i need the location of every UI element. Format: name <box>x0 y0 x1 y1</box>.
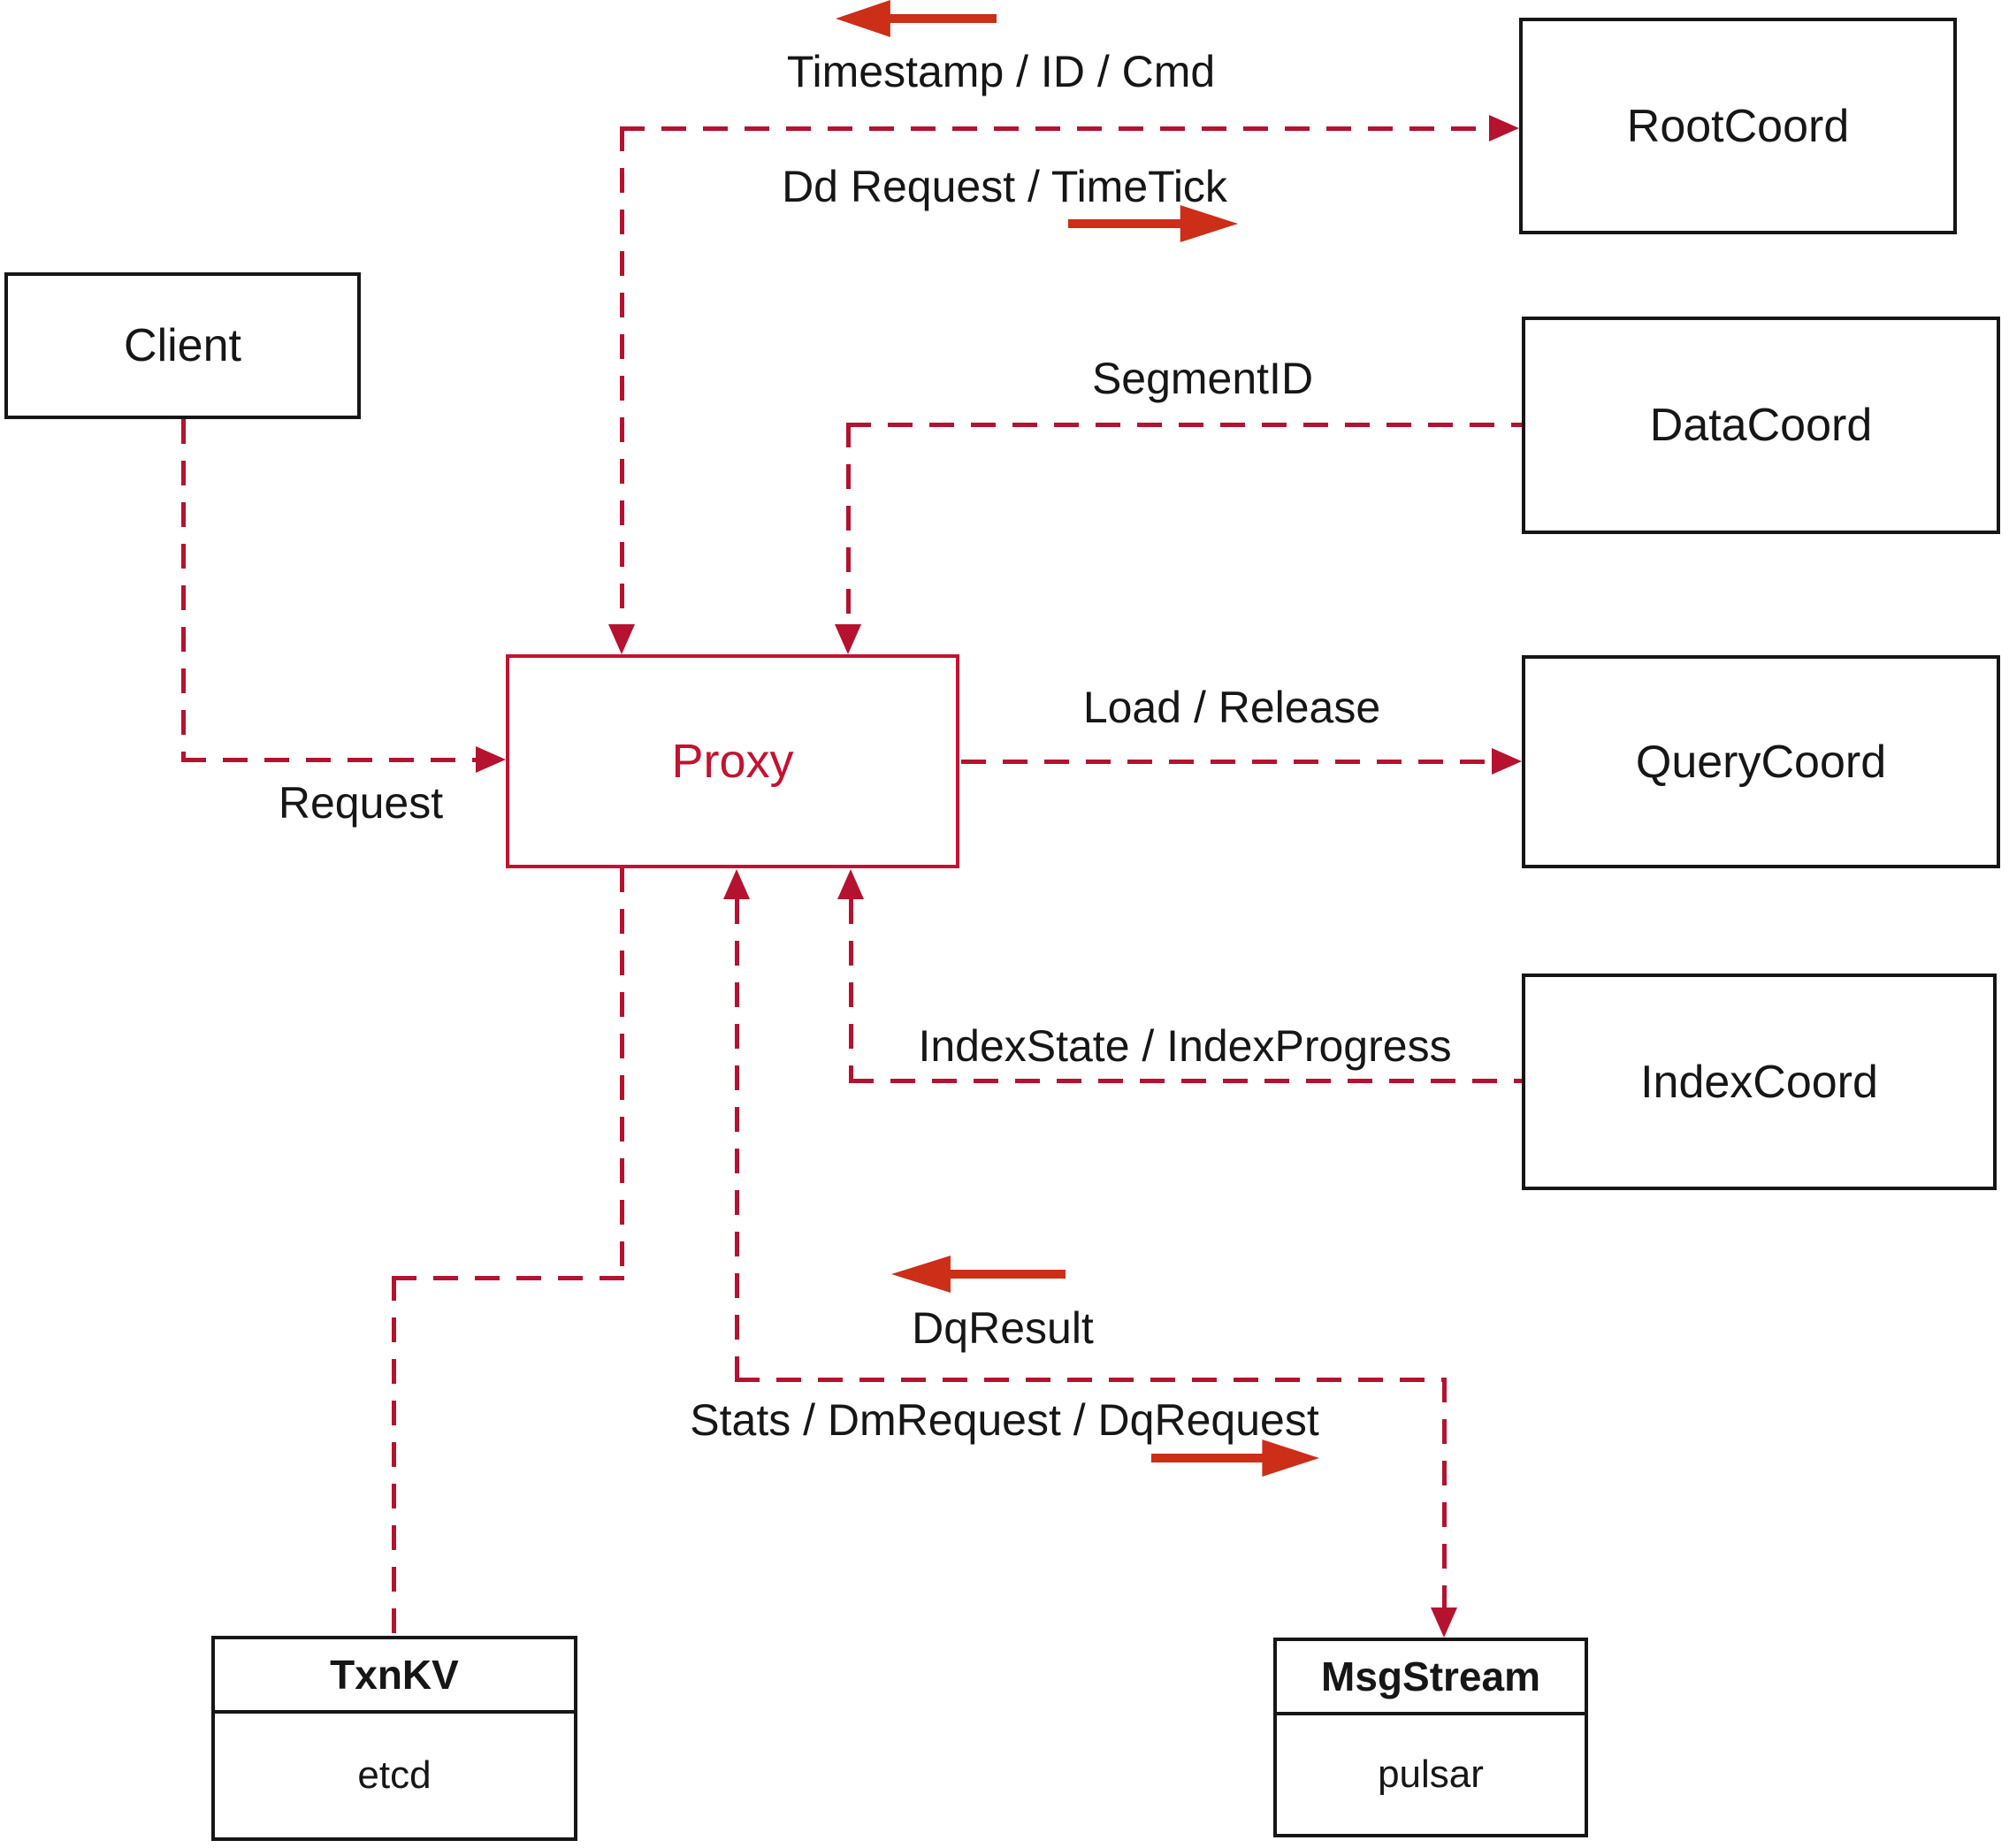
arrowhead-into-proxy-bottom-left-icon <box>723 869 750 899</box>
arrowhead-into-proxy-top-right-icon <box>835 624 861 654</box>
timestamp-direction-left-arrow-icon <box>836 0 997 37</box>
datacoord-node-label: DataCoord <box>1649 400 1873 451</box>
label-dd-request-timetick: Dd Request / TimeTick <box>782 162 1227 211</box>
label-stats-dm-dq: Stats / DmRequest / DqRequest <box>690 1395 1319 1445</box>
edge-datacoord-proxy-horizontal <box>846 423 1522 427</box>
txnkv-node: TxnKV etcd <box>211 1636 577 1841</box>
msgstream-node-impl: pulsar <box>1378 1753 1484 1796</box>
rootcoord-node-label: RootCoord <box>1626 100 1850 152</box>
rootcoord-node: RootCoord <box>1519 18 1957 234</box>
querycoord-node: QueryCoord <box>1522 655 2000 868</box>
edge-proxy-rootcoord-horizontal <box>620 126 1489 131</box>
client-node: Client <box>4 272 361 419</box>
label-index-state-progress: IndexState / IndexProgress <box>918 1021 1452 1071</box>
edge-proxy-querycoord-horizontal <box>961 760 1492 764</box>
label-load-release: Load / Release <box>1082 683 1381 732</box>
edge-proxy-msgstream-vertical-upper <box>735 899 739 1378</box>
edge-indexcoord-proxy-vertical <box>849 899 853 1083</box>
proxy-node-label: Proxy <box>671 735 794 788</box>
arrowhead-into-querycoord-icon <box>1492 748 1522 775</box>
proxy-node: Proxy <box>506 654 959 868</box>
edge-proxy-txnkv-vertical-lower <box>392 1276 396 1636</box>
edge-proxy-msgstream-vertical-lower <box>1442 1378 1447 1607</box>
indexcoord-node-label: IndexCoord <box>1640 1056 1878 1108</box>
edge-proxy-rootcoord-vertical <box>620 126 624 624</box>
edge-client-proxy-vertical <box>181 419 186 758</box>
txnkv-node-title: TxnKV <box>215 1639 574 1714</box>
label-request: Request <box>278 778 444 828</box>
label-dq-result: DqResult <box>912 1303 1094 1353</box>
dq-result-direction-left-arrow-icon <box>891 1256 1066 1293</box>
label-segment-id: SegmentID <box>1091 354 1314 403</box>
edge-proxy-msgstream-horizontal <box>735 1378 1447 1382</box>
msgstream-node: MsgStream pulsar <box>1273 1638 1588 1837</box>
arrowhead-into-msgstream-icon <box>1431 1607 1457 1638</box>
datacoord-node: DataCoord <box>1522 317 2000 534</box>
querycoord-node-label: QueryCoord <box>1635 736 1887 788</box>
arrowhead-into-rootcoord-icon <box>1489 115 1519 141</box>
arrowhead-into-proxy-top-left-icon <box>608 624 635 654</box>
edge-proxy-txnkv-vertical-upper <box>620 867 624 1276</box>
edge-indexcoord-proxy-horizontal <box>849 1079 1522 1083</box>
indexcoord-node: IndexCoord <box>1522 974 1997 1190</box>
arrowhead-into-proxy-bottom-right-icon <box>837 869 864 899</box>
edge-datacoord-proxy-vertical <box>846 423 851 624</box>
client-node-label: Client <box>124 320 241 371</box>
msgstream-node-title: MsgStream <box>1277 1641 1585 1715</box>
edge-client-proxy-horizontal <box>181 758 476 762</box>
edge-proxy-txnkv-horizontal <box>392 1276 624 1280</box>
txnkv-node-impl: etcd <box>357 1753 432 1797</box>
arrowhead-into-proxy-left-icon <box>476 746 506 773</box>
label-timestamp-id-cmd: Timestamp / ID / Cmd <box>786 47 1216 96</box>
